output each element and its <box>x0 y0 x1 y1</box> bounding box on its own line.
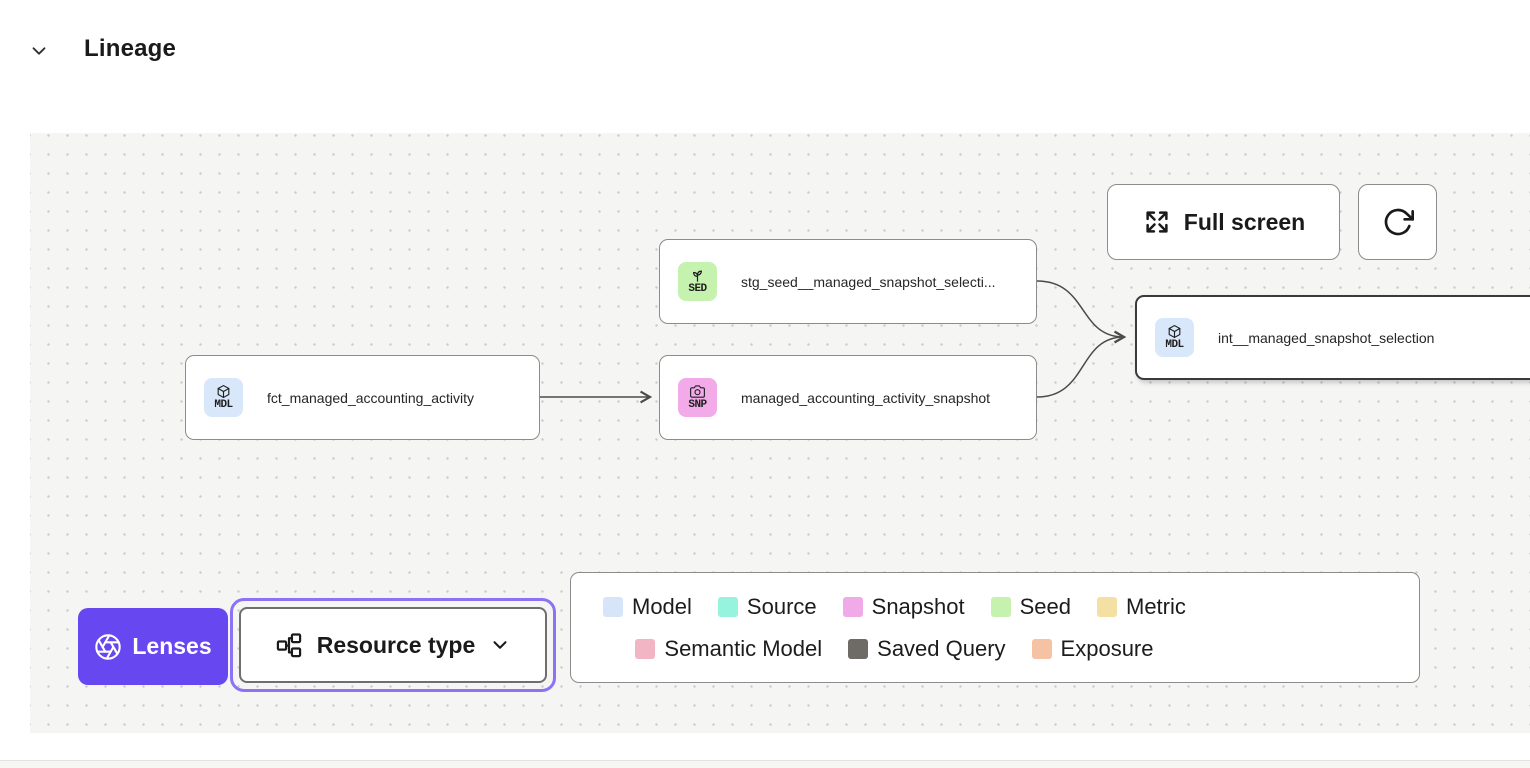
footer-strip <box>0 761 1530 768</box>
legend-swatch <box>635 638 656 659</box>
node-label: managed_accounting_activity_snapshot <box>741 389 991 406</box>
legend-swatch <box>848 638 869 659</box>
legend-item: Model <box>603 594 692 620</box>
legend-item: Source <box>717 593 817 620</box>
node-label: int__managed_snapshot_selection <box>1218 329 1435 346</box>
legend-swatch <box>717 596 738 617</box>
collapse-chevron-icon[interactable] <box>28 40 50 62</box>
legend-item: Saved Query <box>848 635 1006 662</box>
cube-icon <box>1168 325 1181 338</box>
resource-type-box: Resource type <box>239 607 547 683</box>
snapshot-badge: SNP <box>678 378 717 417</box>
edge-snp-to-int <box>1036 330 1127 398</box>
legend-swatch <box>842 596 863 617</box>
legend-item: Semantic Model <box>635 636 822 662</box>
badge-code: SNP <box>688 399 707 411</box>
legend-swatch <box>990 596 1011 617</box>
lineage-node-fct-model[interactable]: MDL fct_managed_accounting_activity <box>185 355 540 440</box>
legend-label: Source <box>746 593 817 619</box>
legend-row: Model Source Snapshot Seed Metric <box>603 594 1186 620</box>
legend-item: Exposure <box>1031 635 1154 662</box>
node-label: fct_managed_accounting_activity <box>267 389 475 406</box>
lineage-node-int-model[interactable]: MDL int__managed_snapshot_selection <box>1135 295 1530 380</box>
node-label: stg_seed__managed_snapshot_selecti... <box>741 273 996 290</box>
legend-label: Exposure <box>1060 635 1154 661</box>
legend-label: Saved Query <box>877 635 1006 661</box>
badge-code: MDL <box>1165 339 1184 351</box>
lineage-node-seed[interactable]: SED stg_seed__managed_snapshot_selecti..… <box>659 239 1037 324</box>
legend-row: Semantic Model Saved Query Exposure <box>635 635 1154 662</box>
badge-code: SED <box>688 283 707 295</box>
refresh-button[interactable] <box>1358 184 1437 260</box>
resource-type-dropdown[interactable]: Resource type <box>230 598 556 692</box>
legend-swatch <box>603 596 623 617</box>
cube-icon <box>217 385 230 398</box>
edge-stg-to-int <box>1036 280 1127 344</box>
page-header: Lineage <box>0 0 1530 100</box>
legend-item: Seed <box>990 593 1071 620</box>
legend-label: Snapshot <box>871 593 965 619</box>
lenses-label: Lenses <box>132 633 212 659</box>
legend-swatch <box>1031 638 1052 659</box>
full-screen-button[interactable]: Full screen <box>1107 184 1340 260</box>
lineage-canvas[interactable]: SED stg_seed__managed_snapshot_selecti..… <box>30 133 1530 733</box>
resource-type-label: Resource type <box>316 631 476 658</box>
full-screen-label: Full screen <box>1183 208 1306 235</box>
footer-divider <box>0 760 1530 761</box>
legend-label: Model <box>632 593 692 619</box>
model-badge: MDL <box>204 378 243 417</box>
chevron-down-icon <box>493 641 507 649</box>
lineage-node-snapshot[interactable]: SNP managed_accounting_activity_snapshot <box>659 355 1037 440</box>
legend-label: Semantic Model <box>664 635 823 661</box>
expand-icon <box>1146 211 1168 233</box>
aperture-icon <box>95 633 122 660</box>
legend-label: Metric <box>1126 593 1186 619</box>
camera-icon <box>690 385 705 398</box>
legend-swatch <box>1097 596 1117 617</box>
seedling-icon <box>692 270 703 282</box>
lenses-button[interactable]: Lenses <box>78 608 228 685</box>
page-title: Lineage <box>84 35 177 62</box>
seed-badge: SED <box>678 262 717 301</box>
legend-item: Metric <box>1097 594 1186 620</box>
legend-label: Seed <box>1019 593 1071 619</box>
model-badge: MDL <box>1155 318 1194 357</box>
refresh-icon <box>1384 208 1414 236</box>
legend-item: Snapshot <box>842 593 965 620</box>
resource-hierarchy-icon <box>276 633 301 658</box>
badge-code: MDL <box>214 399 233 411</box>
